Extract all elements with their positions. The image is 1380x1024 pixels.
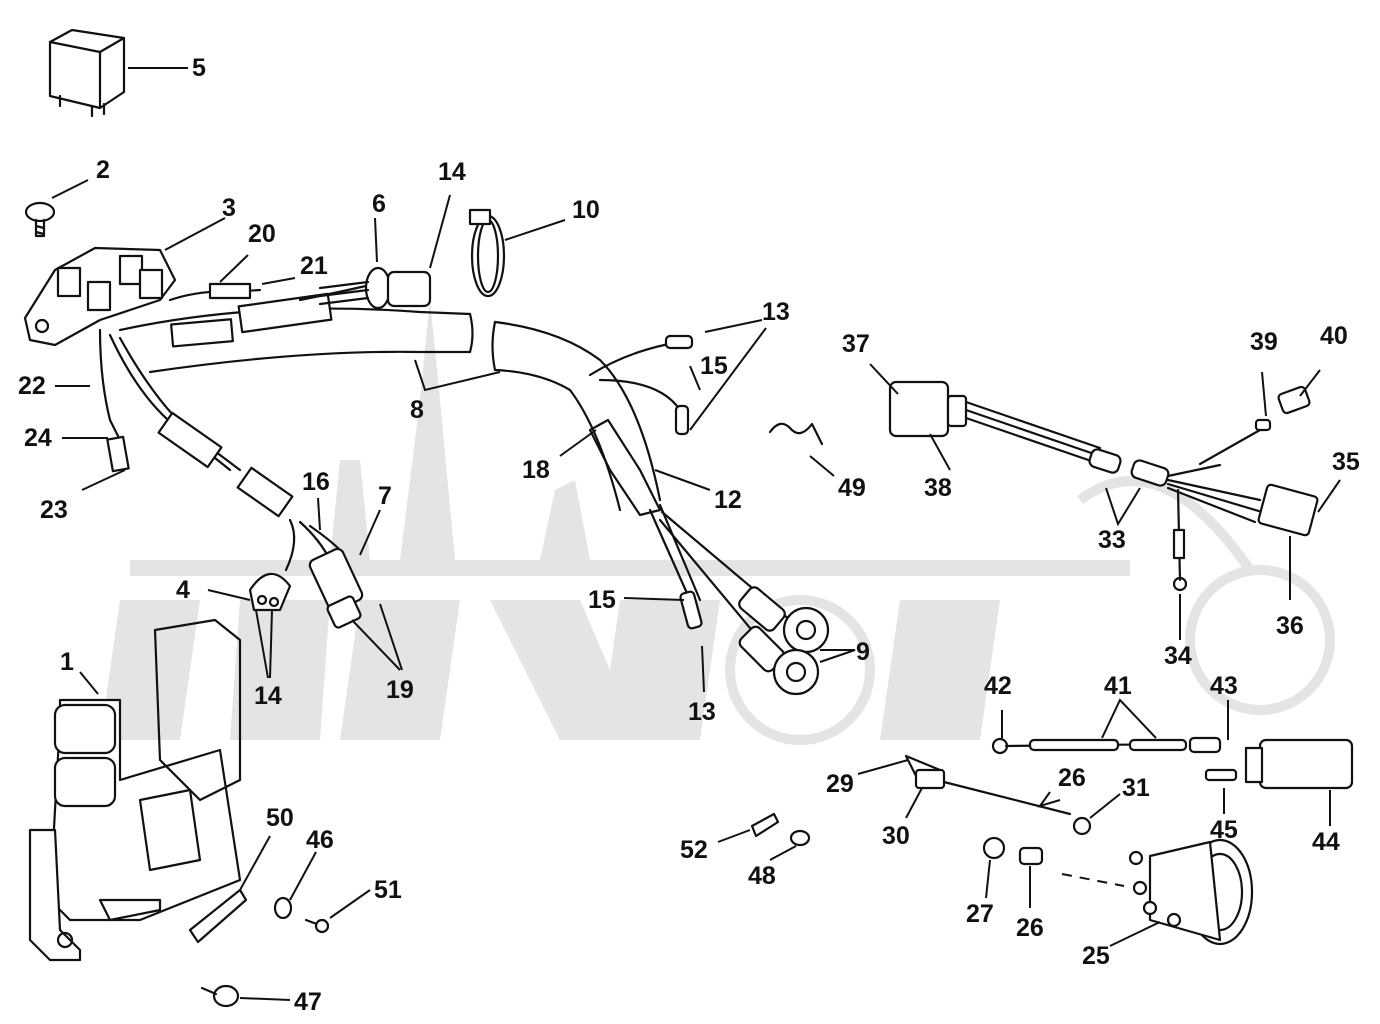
callout-30: 30 <box>882 822 910 850</box>
callout-47: 47 <box>294 988 322 1016</box>
callout-4: 4 <box>176 576 190 604</box>
screw-part-2 <box>24 201 56 238</box>
callout-20: 20 <box>248 220 276 248</box>
callout-5: 5 <box>192 54 206 82</box>
callout-labels: 5 2 3 20 21 6 14 10 13 15 22 24 23 8 18 … <box>18 54 1360 1016</box>
callout-51: 51 <box>374 876 402 904</box>
grommet-connector-part <box>318 266 432 310</box>
callout-26-bottom: 26 <box>1016 914 1044 942</box>
callout-48: 48 <box>748 862 776 890</box>
callout-37: 37 <box>842 330 870 358</box>
callout-36: 36 <box>1276 612 1304 640</box>
callout-40: 40 <box>1320 322 1348 350</box>
callout-16: 16 <box>302 468 330 496</box>
callout-50: 50 <box>266 804 294 832</box>
callout-42: 42 <box>984 672 1012 700</box>
callout-35: 35 <box>1332 448 1360 476</box>
callout-14-bottom: 14 <box>254 682 282 710</box>
connector-39-40-part <box>1198 385 1311 466</box>
clamp-part <box>468 208 506 298</box>
callout-19: 19 <box>386 676 414 704</box>
callout-38: 38 <box>924 474 952 502</box>
callout-31: 31 <box>1122 774 1150 802</box>
callout-7: 7 <box>378 482 392 510</box>
lead-wire-part <box>991 736 1354 790</box>
callout-26-top: 26 <box>1058 764 1086 792</box>
callout-10: 10 <box>572 196 600 224</box>
callout-13-top: 13 <box>762 298 790 326</box>
callout-39: 39 <box>1250 328 1278 356</box>
terminal-block-part <box>23 246 177 347</box>
callout-3: 3 <box>222 194 236 222</box>
clip-part <box>768 422 824 446</box>
callout-41: 41 <box>1104 672 1132 700</box>
relay-part <box>48 28 126 118</box>
callout-22: 22 <box>18 372 46 400</box>
callout-15-top: 15 <box>700 352 728 380</box>
callout-2: 2 <box>96 156 110 184</box>
callout-9: 9 <box>856 638 870 666</box>
callout-23: 23 <box>40 496 68 524</box>
callout-25: 25 <box>1082 942 1110 970</box>
watermark <box>100 300 1335 745</box>
sender-connectors-part <box>248 518 364 629</box>
callout-1: 1 <box>60 648 74 676</box>
block-wires <box>98 282 372 518</box>
callout-29: 29 <box>826 770 854 798</box>
callout-12: 12 <box>714 486 742 514</box>
callout-49: 49 <box>838 474 866 502</box>
callout-46: 46 <box>306 826 334 854</box>
instrument-harness-part <box>888 380 1319 592</box>
callout-8: 8 <box>410 396 424 424</box>
small-fasteners-part <box>188 888 330 1008</box>
callout-45: 45 <box>1210 816 1238 844</box>
callout-13-bottom: 13 <box>688 698 716 726</box>
callout-18: 18 <box>522 456 550 484</box>
callout-24: 24 <box>24 424 52 452</box>
ground-lead-part <box>904 754 1092 836</box>
callout-52: 52 <box>680 836 708 864</box>
callout-33: 33 <box>1098 526 1126 554</box>
callout-44: 44 <box>1312 828 1340 856</box>
bullet-connectors-top <box>588 334 694 436</box>
callout-21: 21 <box>300 252 328 280</box>
callout-15-bottom: 15 <box>588 586 616 614</box>
bracket-part <box>28 618 242 962</box>
leader-lines <box>51 67 1341 1001</box>
callout-43: 43 <box>1210 672 1238 700</box>
callout-14-top: 14 <box>438 158 466 186</box>
callout-27: 27 <box>966 900 994 928</box>
gauge-part <box>982 836 1254 946</box>
ring-terminals-part <box>648 503 830 696</box>
small-parts-52-48 <box>750 812 811 847</box>
callout-34: 34 <box>1164 642 1192 670</box>
callout-6: 6 <box>372 190 386 218</box>
main-harness-part <box>118 292 662 517</box>
